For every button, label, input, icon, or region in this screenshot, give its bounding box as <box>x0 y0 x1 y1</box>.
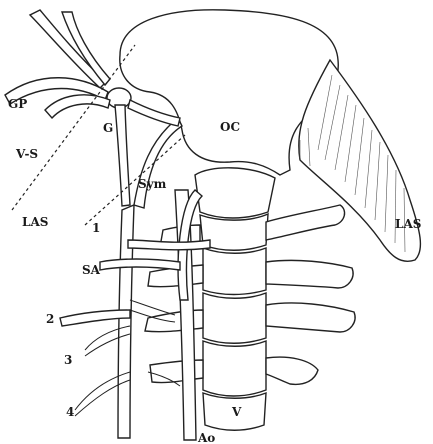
label-oc: OC <box>220 120 240 134</box>
label-3: 3 <box>64 353 72 367</box>
label-las-right: LAS <box>395 217 421 231</box>
label-1: 1 <box>92 221 100 235</box>
label-g: G <box>103 121 113 135</box>
label-ao: Ao <box>197 431 215 444</box>
label-sym: Sym <box>138 177 167 191</box>
label-4: 4 <box>66 405 74 419</box>
label-las-left: LAS <box>22 215 48 229</box>
longus-muscle-right <box>299 60 421 261</box>
label-sa: SA <box>82 263 101 277</box>
label-2: 2 <box>46 312 54 326</box>
dashed-line-lower <box>85 135 185 225</box>
label-vs: V-S <box>15 147 38 161</box>
label-gp: GP <box>8 97 27 111</box>
label-v: V <box>231 405 242 419</box>
